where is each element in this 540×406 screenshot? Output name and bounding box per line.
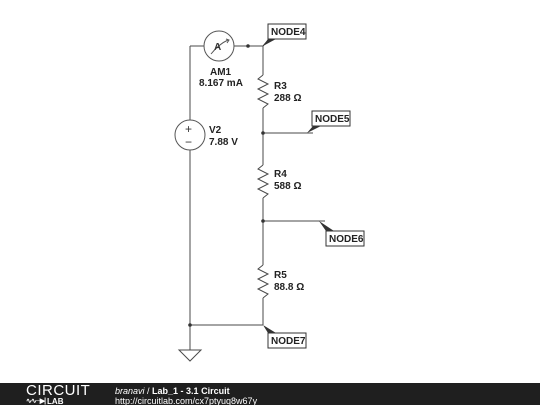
junction-dot <box>246 44 250 48</box>
ammeter-name: AM1 <box>210 67 232 78</box>
r3-value: 288 Ω <box>274 93 302 104</box>
r4-name: R4 <box>274 169 287 180</box>
footer-bar: CIRCUIT ∿∿─▶| LAB branavi / Lab_1 - 3.1 … <box>0 382 540 406</box>
r5-name: R5 <box>274 270 287 281</box>
circuit-schematic: A + − NODE4 NODE5 NODE6 NODE7 <box>174 23 365 362</box>
ammeter-reading: 8.167 mA <box>199 78 243 89</box>
ground-symbol <box>177 349 203 362</box>
source-plus: + <box>185 122 192 136</box>
circuit-title[interactable]: Lab_1 - 3.1 Circuit <box>152 386 230 396</box>
node5-flag <box>307 126 321 133</box>
logo-text-top: CIRCUIT <box>26 382 91 399</box>
source-minus: − <box>185 135 192 149</box>
logo-wave-icon: ∿∿─▶| <box>26 398 46 405</box>
node7-flag <box>263 325 276 333</box>
junction-dot <box>261 219 265 223</box>
node7-label: NODE7 <box>271 336 306 347</box>
path-separator: / <box>144 386 153 396</box>
node5-label: NODE5 <box>315 114 350 125</box>
r5-value: 88.8 Ω <box>274 282 305 293</box>
r3-name: R3 <box>274 81 287 92</box>
source-value: 7.88 V <box>209 137 238 148</box>
voltage-source-symbol <box>174 119 206 151</box>
resistor-r5 <box>256 264 270 299</box>
circuitlab-logo[interactable]: CIRCUIT ∿∿─▶| LAB <box>26 382 91 406</box>
ammeter-letter: A <box>214 42 221 53</box>
source-name: V2 <box>209 125 222 136</box>
resistor-r3 <box>256 74 270 109</box>
logo-text-bottom: LAB <box>47 397 64 406</box>
resistor-r4 <box>256 164 270 199</box>
footer-info: branavi / Lab_1 - 3.1 Circuit http://cir… <box>115 386 257 406</box>
node6-label: NODE6 <box>329 234 364 245</box>
junction-dot <box>188 323 192 327</box>
circuit-url[interactable]: http://circuitlab.com/cx7ptyuq8w67y <box>115 396 258 406</box>
author-name[interactable]: branavi <box>115 386 145 396</box>
ammeter-needle <box>210 39 229 55</box>
junction-dot <box>261 131 265 135</box>
node4-label: NODE4 <box>271 27 306 38</box>
r4-value: 588 Ω <box>274 181 302 192</box>
ammeter-symbol <box>203 30 235 62</box>
node6-flag <box>319 221 334 231</box>
